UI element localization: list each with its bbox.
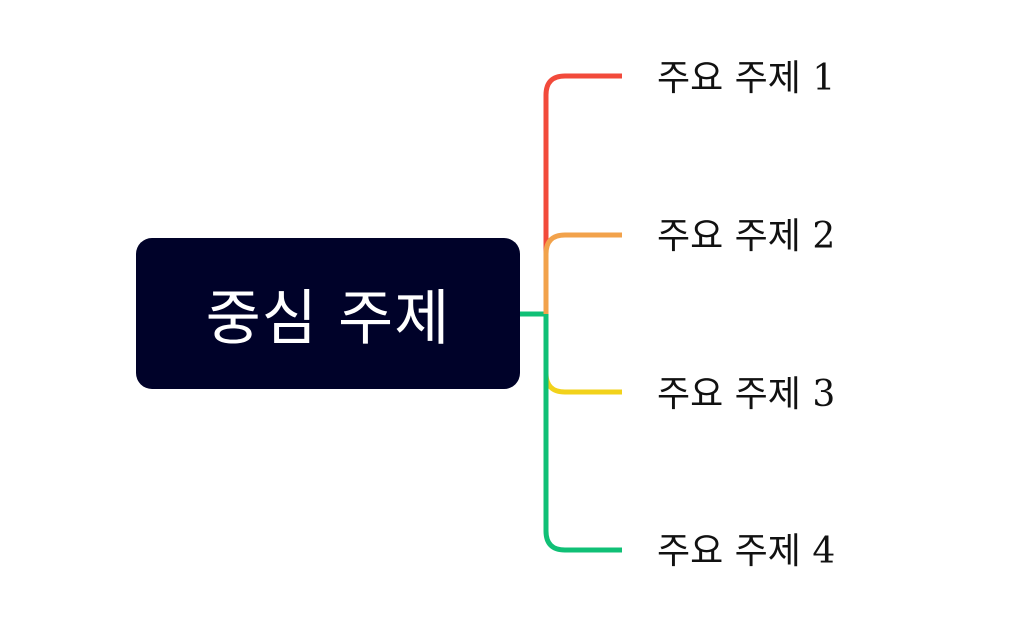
main-topic-2[interactable]: 주요 주제 2	[657, 216, 836, 257]
branch-line-3	[543, 314, 622, 395]
main-topic-4[interactable]: 주요 주제 4	[657, 531, 836, 572]
main-topic-3[interactable]: 주요 주제 3	[657, 374, 836, 415]
branch-line-4	[543, 314, 622, 553]
branch-line-2	[543, 232, 622, 314]
central-topic-node[interactable]: 중심 주제	[136, 238, 520, 389]
main-topic-1[interactable]: 주요 주제 1	[657, 58, 836, 99]
branch-line-1	[543, 73, 622, 314]
central-topic-label: 중심 주제	[205, 284, 451, 354]
